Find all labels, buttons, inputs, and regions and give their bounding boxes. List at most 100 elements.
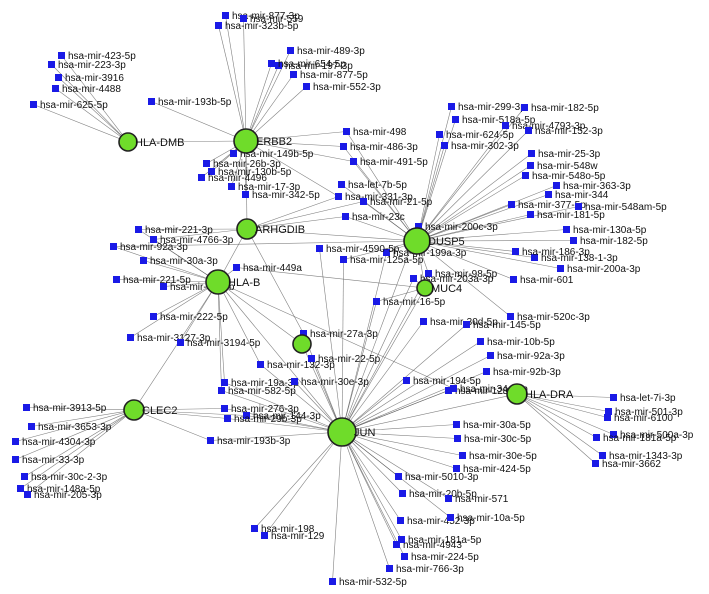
mirna-square[interactable] [340, 256, 347, 263]
mirna-square[interactable] [208, 168, 215, 175]
mirna-square[interactable] [222, 12, 229, 19]
mirna-square[interactable] [110, 243, 117, 250]
mirna-square[interactable] [350, 158, 357, 165]
mirna-node[interactable]: hsa-mir-4433b [160, 282, 235, 293]
mirna-node[interactable]: hsa-mir-19a-3p [221, 378, 299, 389]
mirna-node[interactable]: hsa-mir-501-3p [605, 407, 683, 418]
mirna-square[interactable] [287, 47, 294, 54]
mirna-square[interactable] [233, 264, 240, 271]
mirna-node[interactable]: hsa-mir-125a-5p [340, 255, 424, 266]
mirna-square[interactable] [150, 236, 157, 243]
mirna-node[interactable]: hsa-mir-132-3p [257, 360, 335, 371]
mirna-square[interactable] [425, 270, 432, 277]
gene-node[interactable]: DUSP5 [403, 227, 465, 255]
mirna-square[interactable] [477, 338, 484, 345]
mirna-node[interactable]: hsa-mir-181-5p [527, 210, 605, 221]
gene-circle[interactable] [233, 128, 259, 154]
mirna-node[interactable]: hsa-mir-30c-2-3p [21, 472, 108, 483]
mirna-square[interactable] [508, 201, 515, 208]
mirna-node[interactable]: hsa-mir-221-5p [113, 275, 191, 286]
mirna-node[interactable]: hsa-mir-98-5p [425, 269, 498, 280]
mirna-node[interactable]: hsa-mir-203a-3p [410, 274, 494, 285]
mirna-square[interactable] [303, 83, 310, 90]
mirna-square[interactable] [545, 191, 552, 198]
gene-node[interactable]: ERBB2 [233, 128, 292, 154]
mirna-square[interactable] [373, 298, 380, 305]
mirna-node[interactable]: hsa-mir-129 [261, 531, 325, 542]
mirna-node[interactable]: hsa-mir-182-5p [521, 103, 599, 114]
mirna-square[interactable] [522, 172, 529, 179]
mirna-square[interactable] [383, 249, 390, 256]
mirna-node[interactable]: hsa-mir-92a-3p [487, 351, 565, 362]
mirna-square[interactable] [398, 536, 405, 543]
mirna-square[interactable] [23, 404, 30, 411]
mirna-square[interactable] [300, 330, 307, 337]
mirna-square[interactable] [207, 437, 214, 444]
mirna-node[interactable]: hsa-mir-559 [240, 14, 304, 25]
mirna-square[interactable] [21, 473, 28, 480]
mirna-node[interactable]: hsa-mir-571 [445, 494, 509, 505]
mirna-node[interactable]: hsa-mir-186-3p [512, 247, 590, 258]
mirna-square[interactable] [360, 198, 367, 205]
mirna-node[interactable]: hsa-mir-128-3p [445, 386, 523, 397]
mirna-square[interactable] [450, 385, 457, 392]
mirna-node[interactable]: hsa-mir-10b-5p [477, 337, 555, 348]
mirna-square[interactable] [527, 211, 534, 218]
mirna-square[interactable] [592, 460, 599, 467]
mirna-square[interactable] [148, 98, 155, 105]
mirna-square[interactable] [275, 62, 282, 69]
mirna-square[interactable] [563, 226, 570, 233]
gene-node[interactable]: MUC4 [416, 279, 462, 297]
mirna-square[interactable] [343, 128, 350, 135]
mirna-node[interactable]: hsa-mir-29b-3p [224, 414, 302, 425]
gene-circle[interactable] [327, 417, 357, 447]
mirna-node[interactable]: hsa-mir-3916 [55, 73, 124, 84]
mirna-node[interactable]: hsa-mir-3913-5p [23, 403, 107, 414]
mirna-node[interactable]: hsa-mir-130b-5p [208, 167, 292, 178]
mirna-node[interactable]: hsa-mir-223-3p [48, 60, 126, 71]
mirna-square[interactable] [399, 490, 406, 497]
mirna-square[interactable] [610, 394, 617, 401]
mirna-node[interactable]: hsa-mir-181a-5p [398, 535, 482, 546]
mirna-node[interactable]: hsa-mir-877-3p [222, 11, 300, 22]
gene-circle[interactable] [403, 227, 431, 255]
gene-node[interactable]: HLA-DRA [506, 383, 574, 405]
mirna-square[interactable] [410, 275, 417, 282]
gene-circle[interactable] [236, 218, 258, 240]
mirna-node[interactable]: hsa-mir-3194-5p [177, 338, 261, 349]
mirna-square[interactable] [224, 415, 231, 422]
mirna-node[interactable]: hsa-mir-194-5p [403, 376, 481, 387]
mirna-node[interactable]: hsa-mir-489-3p [287, 46, 365, 57]
mirna-square[interactable] [512, 248, 519, 255]
mirna-node[interactable]: hsa-let-7i-3p [610, 393, 676, 404]
mirna-node[interactable]: hsa-mir-486-3p [340, 142, 418, 153]
gene-circle[interactable] [123, 399, 145, 421]
mirna-square[interactable] [127, 334, 134, 341]
mirna-node[interactable]: hsa-mir-25-3p [528, 149, 601, 160]
mirna-node[interactable]: hsa-mir-200a-3p [557, 264, 641, 275]
mirna-node[interactable]: hsa-mir-144-3p [243, 411, 321, 422]
gene-node[interactable]: CLEC2 [123, 399, 177, 421]
mirna-square[interactable] [599, 452, 606, 459]
gene-node[interactable]: HLA-DMB [118, 132, 185, 152]
mirna-square[interactable] [257, 361, 264, 368]
mirna-node[interactable]: hsa-mir-331-3p [335, 192, 413, 203]
mirna-node[interactable]: hsa-mir-34a-5p [450, 384, 528, 395]
mirna-node[interactable]: hsa-mir-5010-3p [395, 472, 479, 483]
mirna-node[interactable]: hsa-mir-548w [527, 161, 598, 172]
mirna-node[interactable]: hsa-mir-424-5p [453, 464, 531, 475]
mirna-node[interactable]: hsa-mir-92b-3p [483, 367, 561, 378]
mirna-square[interactable] [436, 131, 443, 138]
mirna-node[interactable]: hsa-mir-16-5p [373, 297, 446, 308]
mirna-square[interactable] [575, 203, 582, 210]
mirna-square[interactable] [251, 525, 258, 532]
mirna-node[interactable]: hsa-mir-152-3p [525, 126, 603, 137]
mirna-node[interactable]: hsa-mir-423-5p [58, 51, 136, 62]
mirna-square[interactable] [403, 377, 410, 384]
mirna-node[interactable]: hsa-mir-30a-3p [140, 256, 218, 267]
gene-circle[interactable] [118, 132, 138, 152]
gene-circle[interactable] [506, 383, 528, 405]
mirna-square[interactable] [502, 122, 509, 129]
mirna-node[interactable]: hsa-mir-344 [545, 190, 609, 201]
mirna-square[interactable] [420, 318, 427, 325]
